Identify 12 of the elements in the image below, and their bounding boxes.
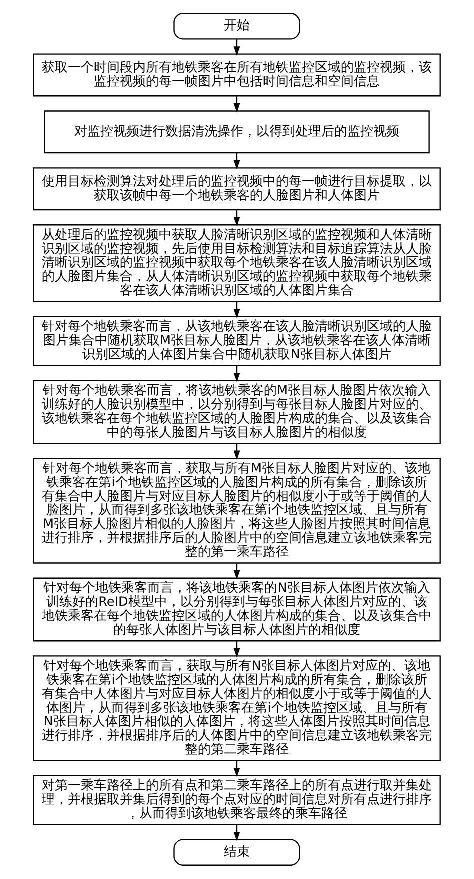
node-box: 从处理后的监控视频中获取人脸清晰识别区域的监控视频和人体清晰识别区域的监控视频，先后使用目标检测算法和目标追踪算法从人脸清晰识别区域的监控视频中获取每个地铁乘客在该人脸清晰识别区域的人脸图片集合，从人体清晰识别区域的监控视频中获取每个地铁乘客在该人体清晰识别区域的人体图片集合 (33, 224, 441, 302)
node-box: 获取一个时间段内所有地铁乘客在所有地铁监控区域的监控视频，该监控视频的每一帧图片中包括时间信息和空间信息 (33, 54, 441, 97)
node-box: 使用目标检测算法对处理后的监控视频中的每一帧进行目标提取，以获取该帧中每一个地铁乘客的人脸图片和人体图片 (33, 168, 441, 211)
node-box: 结束 (174, 839, 300, 866)
node-box: 针对每个地铁乘客而言，获取与所有M张目标人脸图片对应的、该地铁乘客在第i个地铁监控区域的人脸图片构成的所有集合，删除该所有集合中人脸图片与对应目标人脸图片的相似度小于或等于阈值的人脸图片，从而得到多张该地铁乘客在第i个地铁监控区域、且与所有M张目标人脸图片相似的人脸图片，将这些人脸图片按照其时间信息进行排序，并根据排序后的人脸图片中的空间信息建立该地铁乘客完整的第一乘车路径 (33, 458, 441, 564)
node-box: 对监控视频进行数据清洗操作，以得到处理后的监控视频 (44, 110, 430, 154)
node-box: 针对每个地铁乘客而言，获取与所有N张目标人体图片对应的、该地铁乘客在第i个地铁监控区域的人体图片构成的所有集合，删除该所有集合中人体图片与对应目标人体图片的相似度小于或等于阈值的人体图片，从而得到多张该地铁乘客在第i个地铁监控区域、且与所有N张目标人体图片相似的人体图片，将这些人体图片按照其时间信息进行排序，并根据排序后的人体图片中的空间信息建立该地铁乘客完整的第二乘车路径 (33, 656, 441, 762)
node-box: 针对每个地铁乘客而言，将该地铁乘客的N张目标人体图片依次输入训练好的ReID模型中，以分别得到与每张目标人体图片对应的、该地铁乘客在每个地铁监控区域的人体图片构成的集合、以及该集合中的每张人体图片与该目标人体图片的相似度 (33, 578, 441, 642)
node-box: 开始 (174, 13, 300, 40)
node-box: 针对每个地铁乘客而言，将该地铁乘客的M张目标人脸图片依次输入训练好的人脸识别模型中，以分别得到与每张目标人脸图片对应的、该地铁乘客在每个地铁监控区域的人脸图片构成的集合、以及该集合中的每张人脸图片与该目标人脸图片的相似度 (33, 380, 441, 444)
node-box: 针对每个地铁乘客而言，从该地铁乘客在该人脸清晰识别区域的人脸图片集合中随机获取M张目标人脸图片，从该地铁乘客在该人体清晰识别区域的人体图片集合中随机获取N张目标人体图片 (33, 316, 441, 366)
node-box: 对第一乘车路径上的所有点和第二乘车路径上的所有点进行取并集处理，并根据取并集后得到的每个点对应的时间信息对所有点进行排序，从而得到该地铁乘客最终的乘车路径 (33, 775, 441, 826)
